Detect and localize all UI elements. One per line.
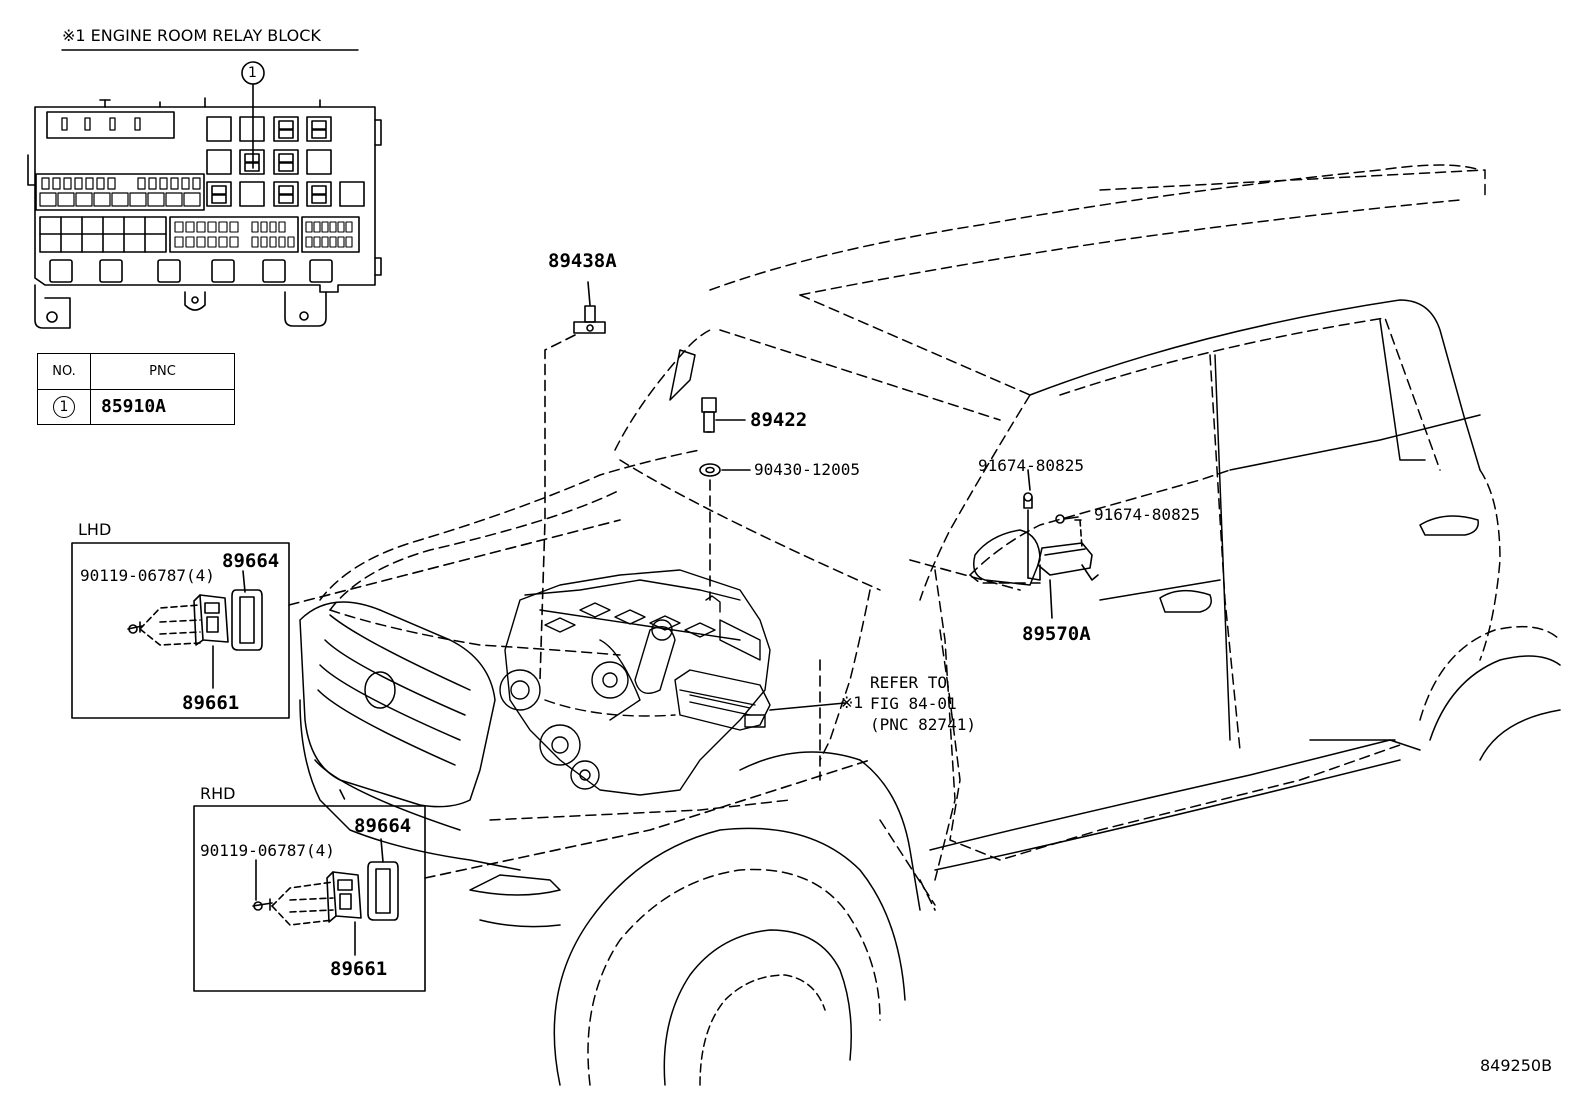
lhd-cover-label: 89664	[222, 550, 280, 572]
lhd-screw-label: 90119-06787(4)	[80, 566, 215, 585]
relay-block-heading: ※1 ENGINE ROOM RELAY BLOCK	[62, 26, 321, 45]
pnc-table: NO. PNC 1 85910A	[37, 353, 235, 425]
lhd-unit-label: 89661	[182, 692, 240, 714]
rhd-cover-label: 89664	[354, 815, 412, 837]
part-90430-gasket	[699, 463, 751, 601]
figure-id: 849250B	[1480, 1056, 1553, 1075]
rhd-title: RHD	[200, 784, 236, 803]
engine	[499, 569, 771, 796]
pnc-table-cell-no: 1	[37, 388, 91, 425]
refer-line-2: FIG 84-01	[870, 694, 957, 713]
part-89422-sensor	[701, 397, 746, 433]
part-label-90430-12005: 90430-12005	[754, 460, 860, 479]
pnc-table-header-pnc: PNC	[90, 353, 235, 390]
rhd-screw-label: 90119-06787(4)	[200, 841, 335, 860]
refer-line-1: REFER TO	[870, 673, 948, 692]
refer-mark: ※1	[840, 693, 864, 712]
part-label-89422: 89422	[750, 409, 808, 431]
part-label-91674-80825-a: 91674-80825	[978, 456, 1084, 475]
part-89570a-bracket	[1023, 469, 1099, 619]
relay-callout-number: 1	[248, 65, 257, 81]
lhd-title: LHD	[78, 520, 112, 539]
refer-line-3: (PNC 82741)	[870, 715, 976, 734]
part-label-91674-80825-b: 91674-80825	[1094, 505, 1200, 524]
rhd-unit-label: 89661	[330, 958, 388, 980]
table-row: 1 85910A	[37, 388, 235, 425]
lhd-assembly	[71, 542, 290, 719]
vehicle-outline	[299, 164, 1561, 1086]
pnc-table-header-no: NO.	[37, 353, 91, 390]
part-label-89570a: 89570A	[1022, 623, 1091, 645]
part-89438a-sensor	[539, 281, 606, 681]
rhd-assembly	[193, 805, 426, 992]
pnc-table-cell-pnc: 85910A	[90, 388, 235, 425]
part-label-89438a: 89438A	[548, 250, 617, 272]
engine-room-relay-block	[27, 49, 382, 329]
